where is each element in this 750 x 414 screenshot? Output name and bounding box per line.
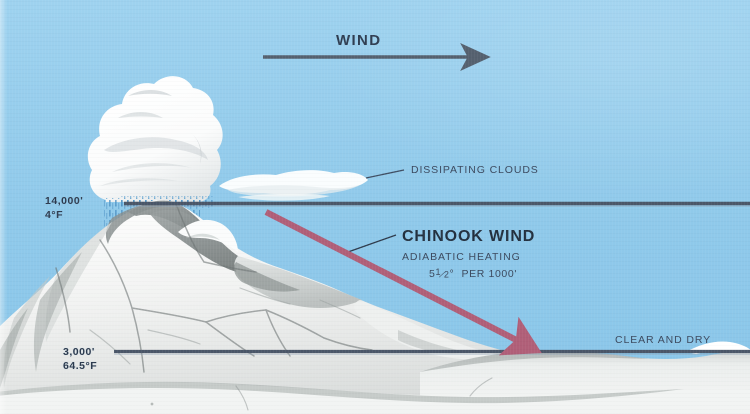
lapse-rate-value: 51⁄2° PER 1000' [429,268,535,280]
adiabatic-heating-subtitle: ADIABATIC HEATING [402,251,521,263]
rate-fraction: 1⁄2 [435,268,449,280]
mountain [0,199,750,414]
cumulus-cloud [87,76,223,202]
upper-elevation-value: 14,000' [45,195,84,207]
chinook-wind-annotation: CHINOOK WIND ADIABATIC HEATING 51⁄2° PER… [402,228,535,280]
chinook-wind-arrow [264,209,542,356]
dissipating-cloud [219,170,368,201]
wind-label: WIND [336,32,382,49]
rate-denominator: 2 [443,269,450,280]
upper-temperature-value: 4°F [45,209,64,221]
altitude-marker-upper: 14,000' 4°F [45,194,83,222]
dissipating-clouds-label: DISSIPATING CLOUDS [411,164,539,176]
elevation-line-3000 [114,349,750,355]
chinook-wind-title: CHINOOK WIND [402,228,536,245]
chinook-label-leader [347,234,397,253]
foreground-hills [0,341,750,414]
dissipating-clouds-leader [365,169,405,179]
clear-and-dry-label: CLEAR AND DRY [615,334,712,346]
rate-numerator: 1 [435,267,442,278]
lower-temperature-value: 64.5°F [63,360,98,372]
elevation-line-14000 [124,201,750,207]
rate-tail: PER 1000' [461,268,517,280]
lower-elevation-value: 3,000' [63,346,95,358]
rate-whole-number: 5 [429,268,436,280]
rate-unit: ° [449,268,455,280]
altitude-marker-lower: 3,000' 64.5°F [63,345,97,373]
